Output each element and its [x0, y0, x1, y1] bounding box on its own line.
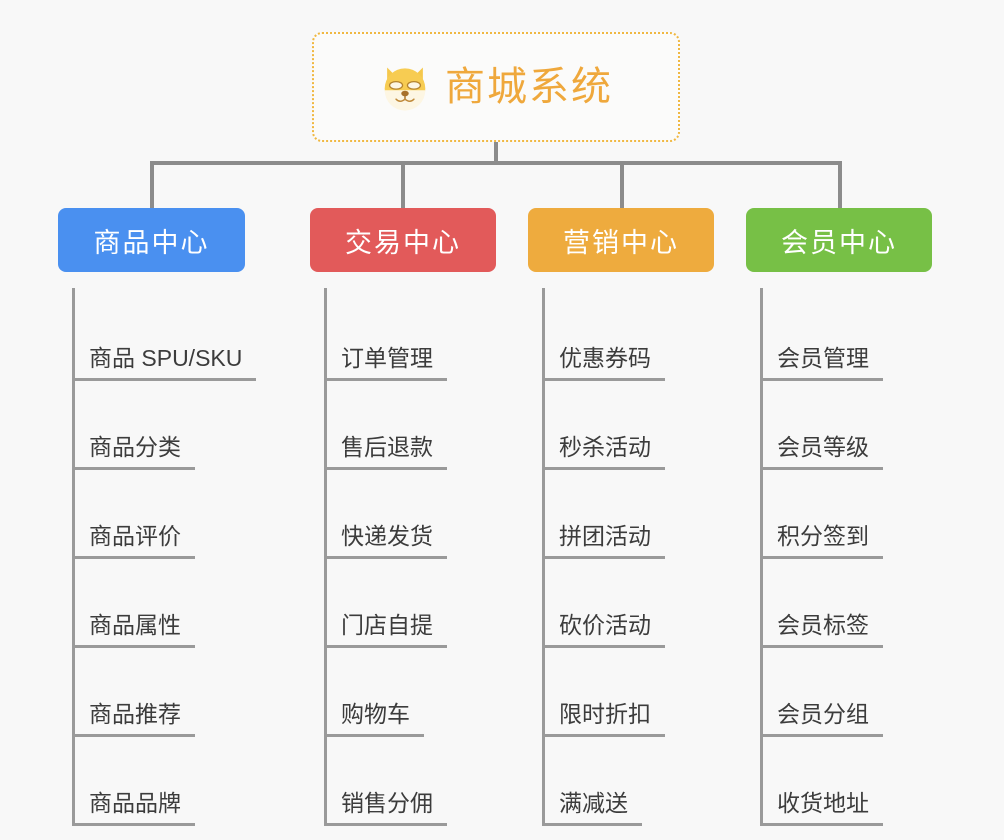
list-item-label: 秒杀活动	[545, 434, 665, 470]
list-item-label: 优惠券码	[545, 345, 665, 381]
list-item-label: 商品属性	[75, 612, 195, 648]
list-item[interactable]: 商品推荐	[75, 648, 256, 737]
list-item-label: 门店自提	[327, 612, 447, 648]
child-list: 会员管理 会员等级 积分签到 会员标签 会员分组 收货地址	[760, 288, 932, 826]
list-item-label: 满减送	[545, 790, 642, 826]
connector-drop-3	[838, 163, 842, 208]
list-item[interactable]: 积分签到	[763, 470, 932, 559]
list-item-label: 销售分佣	[327, 790, 447, 826]
list-item[interactable]: 商品属性	[75, 559, 256, 648]
list-item-label: 积分签到	[763, 523, 883, 559]
category-header-member[interactable]: 会员中心	[746, 208, 932, 272]
list-item-label: 会员标签	[763, 612, 883, 648]
list-item[interactable]: 门店自提	[327, 559, 496, 648]
list-item-label: 砍价活动	[545, 612, 665, 648]
list-item-label: 商品 SPU/SKU	[75, 345, 257, 381]
category-label: 商品中心	[93, 227, 210, 258]
list-item[interactable]: 快递发货	[327, 470, 496, 559]
child-list: 订单管理 售后退款 快递发货 门店自提 购物车 销售分佣	[324, 288, 496, 826]
list-item[interactable]: 商品品牌	[75, 737, 256, 826]
category-header-marketing[interactable]: 营销中心	[528, 208, 714, 272]
child-list: 优惠券码 秒杀活动 拼团活动 砍价活动 限时折扣 满减送	[542, 288, 714, 826]
list-item-label: 订单管理	[327, 345, 447, 381]
category-header-trade[interactable]: 交易中心	[310, 208, 496, 272]
list-item-label: 会员管理	[763, 345, 883, 381]
list-item-label: 商品品牌	[75, 790, 195, 826]
list-item[interactable]: 商品 SPU/SKU	[75, 292, 257, 381]
list-item[interactable]: 拼团活动	[545, 470, 714, 559]
category-column-product: 商品中心 商品 SPU/SKU 商品分类 商品评价 商品属性 商品推荐 商品品牌	[58, 208, 257, 826]
connector-drop-0	[150, 163, 154, 208]
list-item-label: 收货地址	[763, 790, 883, 826]
connector-drop-2	[620, 163, 624, 208]
list-item[interactable]: 秒杀活动	[545, 381, 714, 470]
category-label: 会员中心	[781, 227, 897, 258]
connector-stem	[494, 142, 498, 163]
root-title: 商城系统	[445, 65, 613, 109]
list-item-label: 拼团活动	[545, 523, 665, 559]
list-item-label: 会员等级	[763, 434, 883, 470]
category-column-marketing: 营销中心 优惠券码 秒杀活动 拼团活动 砍价活动 限时折扣 满减送	[528, 208, 714, 826]
list-item[interactable]: 商品分类	[75, 381, 256, 470]
list-item-label: 快递发货	[327, 523, 447, 559]
list-item[interactable]: 销售分佣	[327, 737, 496, 826]
list-item[interactable]: 会员等级	[763, 381, 932, 470]
list-item[interactable]: 收货地址	[763, 737, 932, 826]
child-list: 商品 SPU/SKU 商品分类 商品评价 商品属性 商品推荐 商品品牌	[72, 288, 257, 826]
root-node[interactable]: 商城系统	[312, 32, 680, 142]
list-item[interactable]: 订单管理	[327, 292, 496, 381]
list-item[interactable]: 满减送	[545, 737, 714, 826]
list-item[interactable]: 会员分组	[763, 648, 932, 737]
list-item-label: 商品推荐	[75, 701, 195, 737]
connector-bus	[150, 161, 842, 165]
list-item-label: 商品评价	[75, 523, 195, 559]
category-label: 交易中心	[345, 227, 461, 258]
list-item[interactable]: 商品评价	[75, 470, 256, 559]
list-item[interactable]: 优惠券码	[545, 292, 714, 381]
list-item[interactable]: 限时折扣	[545, 648, 714, 737]
category-header-product[interactable]: 商品中心	[58, 208, 245, 272]
category-column-trade: 交易中心 订单管理 售后退款 快递发货 门店自提 购物车 销售分佣	[310, 208, 496, 826]
list-item[interactable]: 购物车	[327, 648, 496, 737]
list-item-label: 限时折扣	[545, 701, 665, 737]
connector-drop-1	[401, 163, 405, 208]
list-item-label: 商品分类	[75, 434, 195, 470]
list-item[interactable]: 会员标签	[763, 559, 932, 648]
list-item-label: 购物车	[327, 701, 424, 737]
shiba-dog-face-icon	[384, 67, 426, 111]
category-label: 营销中心	[563, 227, 679, 258]
list-item[interactable]: 会员管理	[763, 292, 932, 381]
category-column-member: 会员中心 会员管理 会员等级 积分签到 会员标签 会员分组 收货地址	[746, 208, 932, 826]
list-item[interactable]: 售后退款	[327, 381, 496, 470]
list-item[interactable]: 砍价活动	[545, 559, 714, 648]
list-item-label: 会员分组	[763, 701, 883, 737]
list-item-label: 售后退款	[327, 434, 447, 470]
